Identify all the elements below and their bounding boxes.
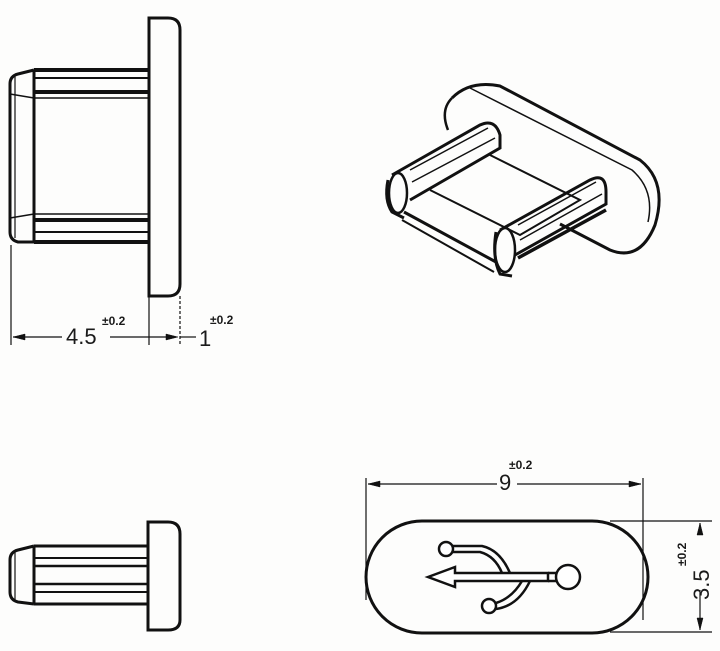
dim-cap-width-value: 9 — [499, 470, 512, 495]
usb-icon — [424, 540, 582, 615]
dim-cap-width-tolerance: ±0.2 — [509, 458, 533, 472]
dim-cap-thickness-tolerance: ±0.2 — [210, 313, 234, 327]
dim-cap-thickness-value: 1 — [199, 326, 212, 351]
side-view-small — [8, 520, 182, 632]
dim-plug-length-value: 4.5 — [66, 324, 97, 349]
front-view — [364, 478, 712, 635]
dim-plug-length-tolerance: ±0.2 — [102, 314, 126, 328]
isometric-view — [385, 83, 661, 278]
dim-cap-height-value: 3.5 — [689, 569, 714, 600]
dim-cap-height-tolerance: ±0.2 — [675, 542, 689, 566]
side-view-large — [8, 16, 196, 345]
